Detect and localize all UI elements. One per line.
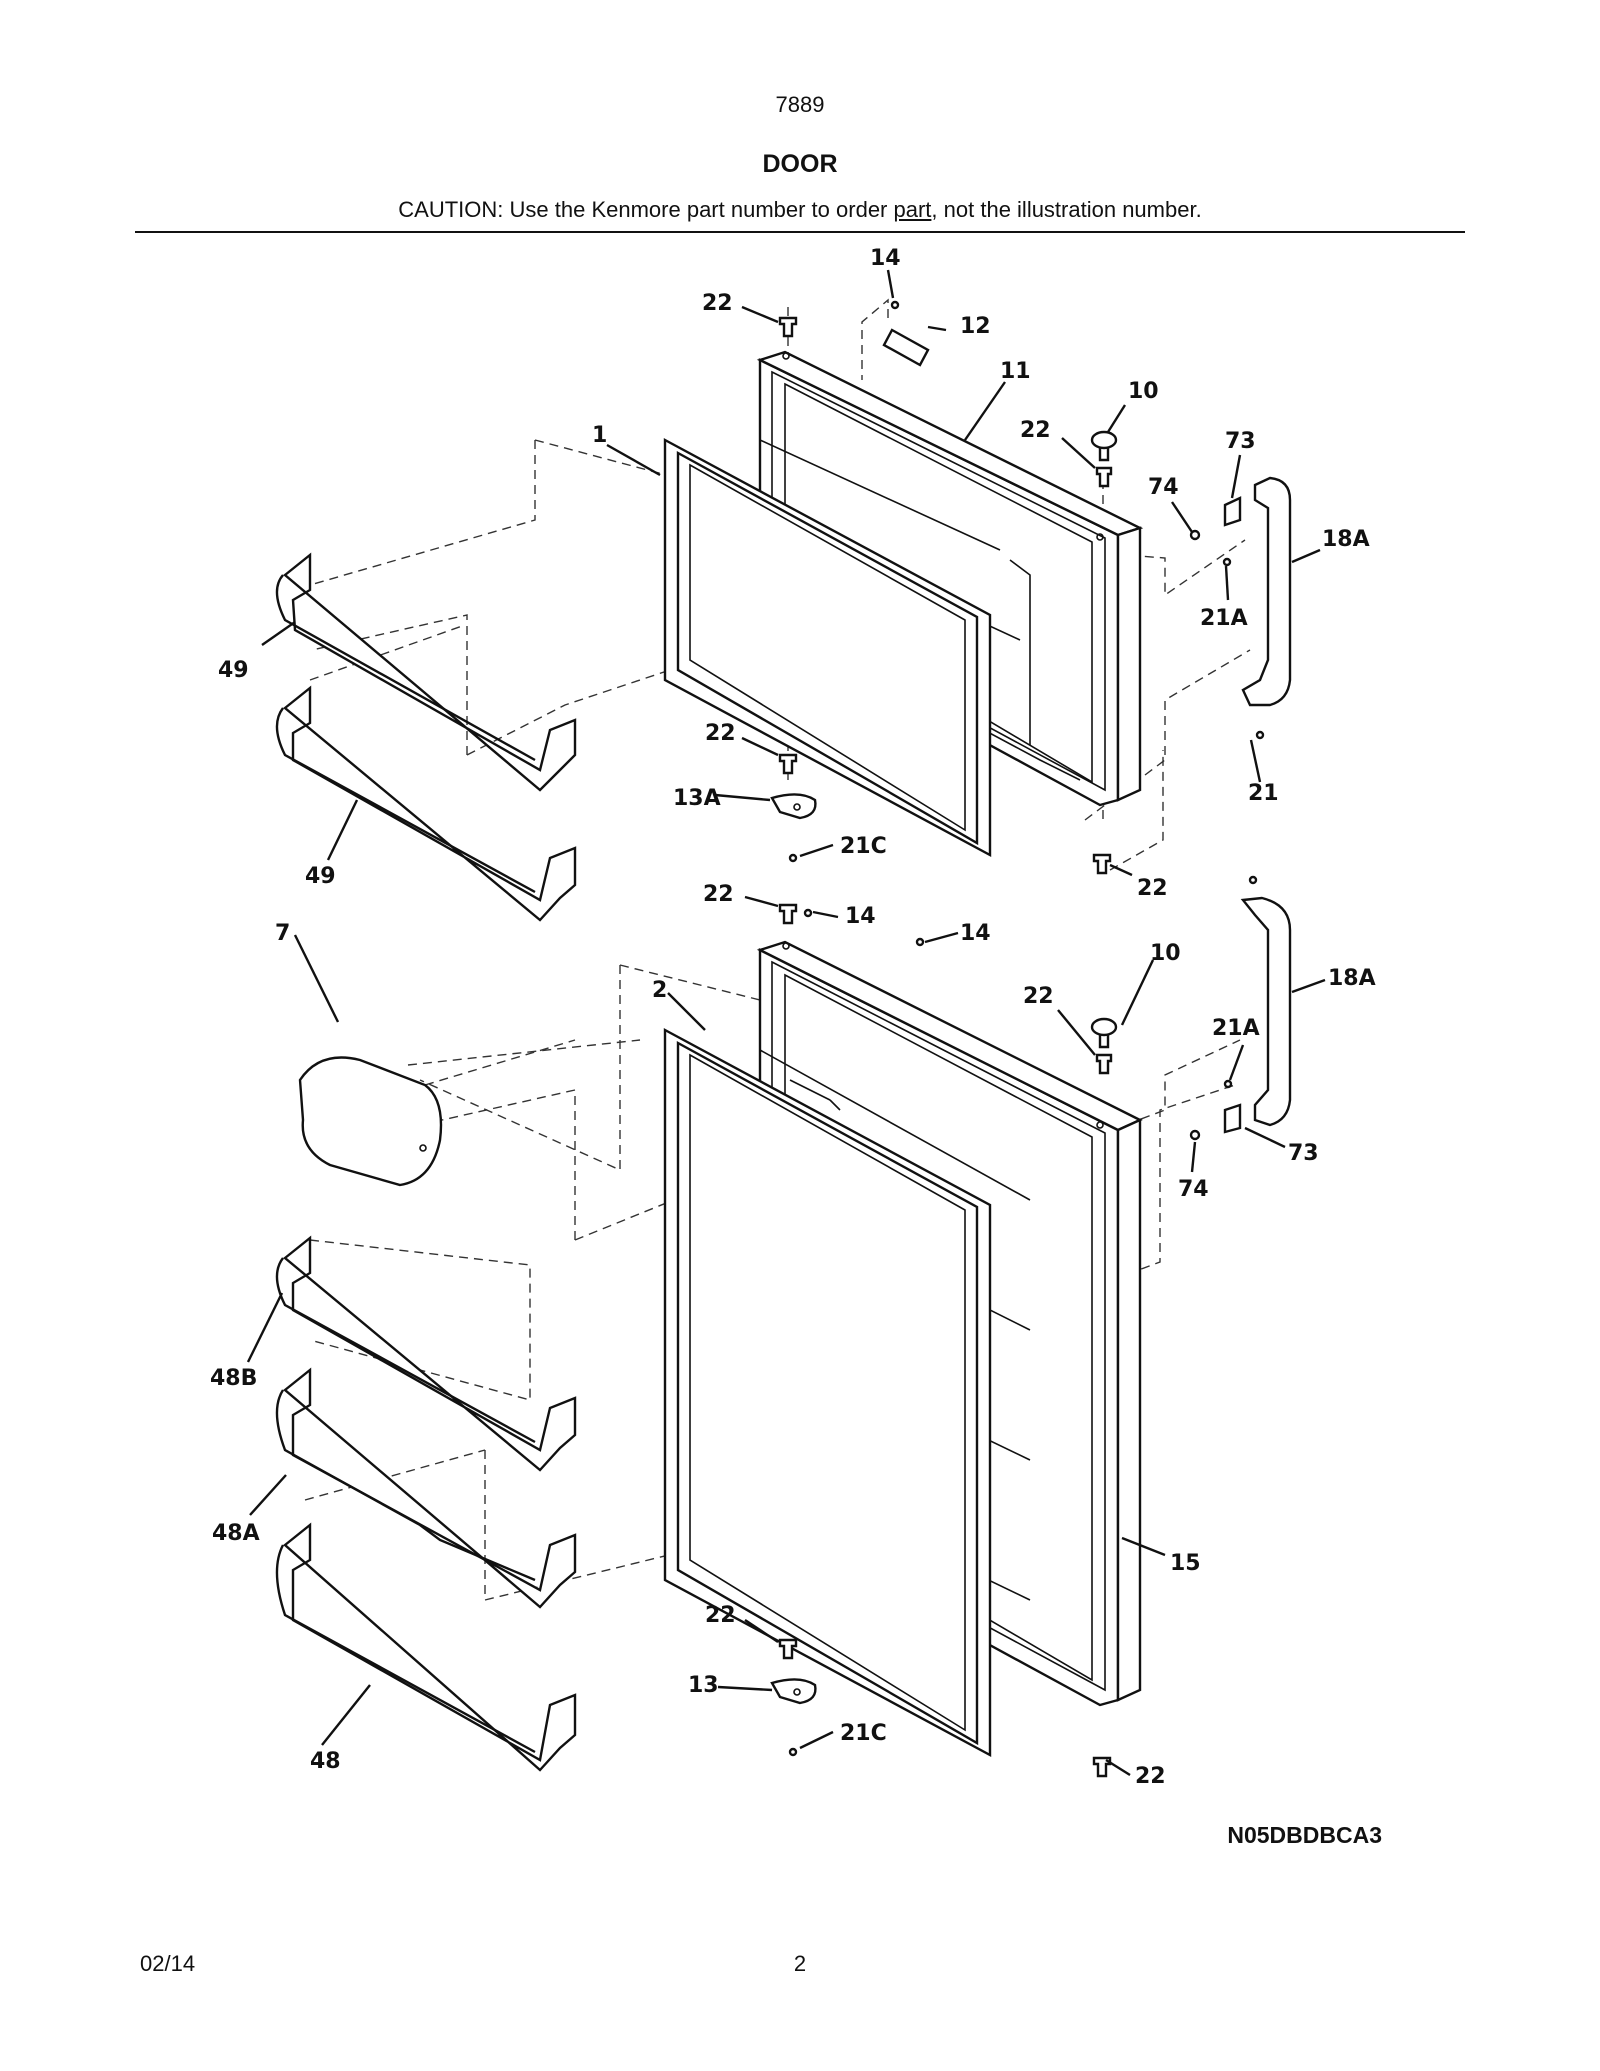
callout-48A: 48A (212, 1521, 260, 1546)
page-number: 2 (793, 1951, 807, 1976)
freezer-gasket-1 (663, 437, 992, 858)
callout-10: 10 (1150, 941, 1181, 966)
callout-48B: 48B (210, 1366, 257, 1391)
callout-2: 2 (652, 978, 667, 1003)
hardware-parts (770, 300, 1265, 1778)
callout-13A: 13A (673, 786, 721, 811)
callout-73: 73 (1288, 1141, 1319, 1166)
callout-22: 22 (702, 291, 733, 316)
caution-note: CAUTION: Use the Kenmore part number to … (0, 197, 1600, 223)
callout-74: 74 (1178, 1177, 1209, 1202)
callout-74: 74 (1148, 475, 1179, 500)
footer-date: 02/14 (140, 1951, 196, 1976)
caution-text: CAUTION: Use the Kenmore part number to … (398, 197, 894, 222)
door-shelf-48A (275, 1367, 577, 1609)
callout-13: 13 (688, 1673, 719, 1698)
callout-labels: 14 22 12 11 10 22 73 1 74 18A 21A 49 22 … (210, 246, 1376, 1789)
drawing-code: N05DBDBCA3 (1227, 1822, 1382, 1848)
callout-22: 22 (1020, 418, 1051, 443)
callout-10: 10 (1128, 379, 1159, 404)
callout-22: 22 (705, 721, 736, 746)
fresh-food-gasket-2 (663, 1027, 992, 1758)
callout-21C: 21C (840, 1721, 887, 1746)
callout-22: 22 (705, 1603, 736, 1628)
callout-22: 22 (703, 882, 734, 907)
callout-12: 12 (960, 314, 991, 339)
callout-22: 22 (1137, 876, 1168, 901)
callout-7: 7 (275, 921, 290, 946)
callout-18A: 18A (1328, 966, 1376, 991)
callout-21A: 21A (1200, 606, 1248, 631)
callout-49: 49 (218, 658, 249, 683)
door-shelf-49-lower (275, 685, 577, 922)
handle-18A-upper (1241, 476, 1292, 707)
section-title: DOOR (762, 150, 838, 178)
callout-21: 21 (1248, 781, 1279, 806)
door-shelf-48B (275, 1235, 577, 1472)
dairy-door-7 (298, 1056, 443, 1187)
callout-1: 1 (592, 423, 607, 448)
callout-11: 11 (1000, 359, 1031, 384)
callout-48: 48 (310, 1749, 341, 1774)
caution-underlined-word: part (893, 197, 932, 222)
callout-14: 14 (870, 246, 901, 271)
handle-18A-lower (1240, 896, 1292, 1127)
callout-21C: 21C (840, 834, 887, 859)
callout-14: 14 (960, 921, 991, 946)
door-shelf-49-upper (275, 552, 577, 792)
callout-18A: 18A (1322, 527, 1370, 552)
callout-21A: 21A (1212, 1016, 1260, 1041)
callout-73: 73 (1225, 429, 1256, 454)
leader-lines (246, 269, 1326, 1777)
callout-49: 49 (305, 864, 336, 889)
model-number: 7889 (775, 92, 825, 117)
door-shelf-48 (275, 1522, 577, 1772)
callout-14: 14 (845, 904, 876, 929)
caution-text-end: , not the illustration number. (931, 197, 1202, 222)
callout-22: 22 (1023, 984, 1054, 1009)
header-rule (135, 231, 1465, 233)
callout-22: 22 (1135, 1764, 1166, 1789)
callout-15: 15 (1170, 1551, 1201, 1576)
